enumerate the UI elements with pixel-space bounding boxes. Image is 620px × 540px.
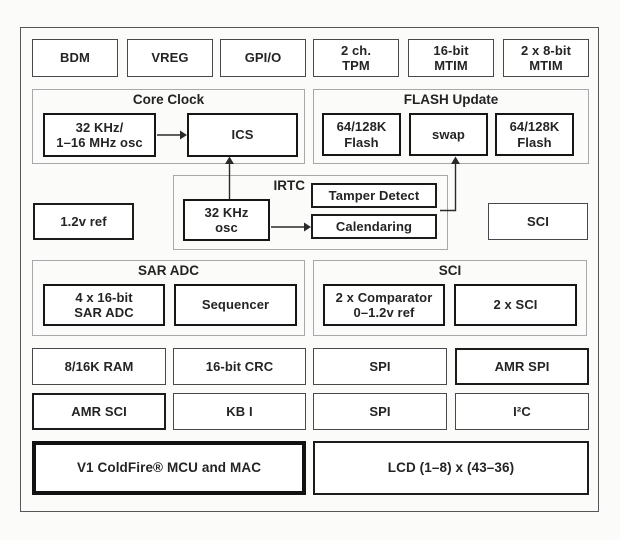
block-crc: 16-bit CRC [173,348,306,385]
group-irtc [173,175,448,250]
group-core-clock-title: Core Clock [132,92,205,107]
block-comparator: 2 x Comparator 0–1.2v ref [323,284,445,326]
block-sci-single: SCI [488,203,588,240]
block-vref: 1.2v ref [33,203,134,240]
block-sar-adc: 4 x 16-bit SAR ADC [43,284,165,326]
block-bdm: BDM [32,39,118,77]
block-amr-sci: AMR SCI [32,393,166,430]
block-gpio: GPI/O [220,39,306,77]
block-vreg: VREG [127,39,213,77]
block-ram: 8/16K RAM [32,348,166,385]
group-sar-adc-title: SAR ADC [137,263,199,278]
group-irtc-title: IRTC [273,178,306,193]
block-kbi: KB I [173,393,306,430]
block-lcd: LCD (1–8) x (43–36) [313,441,589,495]
block-ics: ICS [187,113,298,157]
block-flash-swap: swap [409,113,488,156]
group-flash-update-title: FLASH Update [403,92,499,107]
group-sci [313,260,587,336]
block-tpm: 2 ch. TPM [313,39,399,77]
block-coldfire-cpu: V1 ColdFire® MCU and MAC [32,441,306,495]
group-core-clock [32,89,305,164]
block-irtc-osc: 32 KHz osc [183,199,270,241]
group-sci-title: SCI [438,263,462,278]
block-spi-2: SPI [313,393,447,430]
block-mtim-16bit: 16-bit MTIM [408,39,494,77]
block-amr-spi: AMR SPI [455,348,589,385]
block-sequencer: Sequencer [174,284,297,326]
diagram-outer-frame [20,27,599,512]
block-tamper-detect: Tamper Detect [311,183,437,208]
group-sar-adc [32,260,305,336]
block-mtim-8bit: 2 x 8-bit MTIM [503,39,589,77]
block-flash-right: 64/128K Flash [495,113,574,156]
block-core-osc: 32 KHz/ 1–16 MHz osc [43,113,156,157]
block-flash-left: 64/128K Flash [322,113,401,156]
block-calendaring: Calendaring [311,214,437,239]
block-spi-1: SPI [313,348,447,385]
block-i2c: I²C [455,393,589,430]
block-dual-sci: 2 x SCI [454,284,577,326]
